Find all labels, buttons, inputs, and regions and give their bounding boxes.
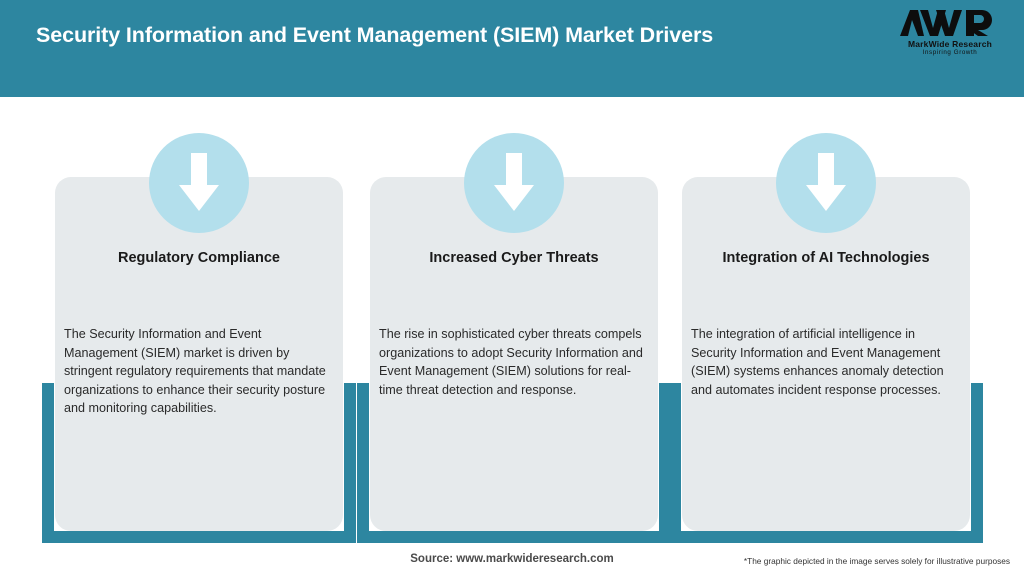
logo-company-name: MarkWide Research — [907, 39, 993, 49]
card-frame-bottom-bar — [357, 531, 671, 543]
source-label: Source: www.markwideresearch.com — [410, 553, 614, 565]
card-title: Regulatory Compliance — [118, 250, 280, 266]
driver-card-1[interactable]: Regulatory Compliance The Security Infor… — [42, 97, 356, 549]
down-arrow-icon — [776, 133, 876, 233]
mwr-logo-icon — [900, 10, 992, 36]
card-title: Increased Cyber Threats — [429, 250, 599, 266]
card-title: Integration of AI Technologies — [722, 250, 930, 266]
card-frame-left-bar — [357, 383, 369, 543]
card-frame — [357, 383, 671, 543]
down-arrow-icon — [149, 133, 249, 233]
down-arrow-icon — [464, 133, 564, 233]
card-panel — [682, 177, 970, 531]
card-frame — [669, 383, 983, 543]
driver-card-3[interactable]: Integration of AI Technologies The integ… — [669, 97, 983, 549]
disclaimer-note: *The graphic depicted in the image serve… — [743, 556, 1010, 566]
page-title: Security Information and Event Managemen… — [36, 23, 714, 47]
card-frame-right-bar — [344, 383, 356, 543]
cards-container: Regulatory Compliance The Security Infor… — [0, 97, 1024, 549]
driver-card-2[interactable]: Increased Cyber Threats The rise in soph… — [357, 97, 671, 549]
card-frame-bottom-bar — [669, 531, 983, 543]
brand-logo: MarkWide Research Inspiring Growth — [898, 8, 1002, 60]
logo-tagline: Inspiring Growth — [922, 49, 978, 56]
card-body: The rise in sophisticated cyber threats … — [379, 327, 643, 397]
card-panel — [370, 177, 658, 531]
card-panel — [55, 177, 343, 531]
page-header: Security Information and Event Managemen… — [0, 0, 1024, 97]
card-frame-right-bar — [971, 383, 983, 543]
card-frame — [42, 383, 356, 543]
card-body: The integration of artificial intelligen… — [691, 327, 944, 397]
card-frame-left-bar — [669, 383, 681, 543]
card-frame-bottom-bar — [42, 531, 356, 543]
card-frame-left-bar — [42, 383, 54, 543]
card-body: The Security Information and Event Manag… — [64, 327, 326, 415]
card-frame-right-bar — [659, 383, 671, 543]
